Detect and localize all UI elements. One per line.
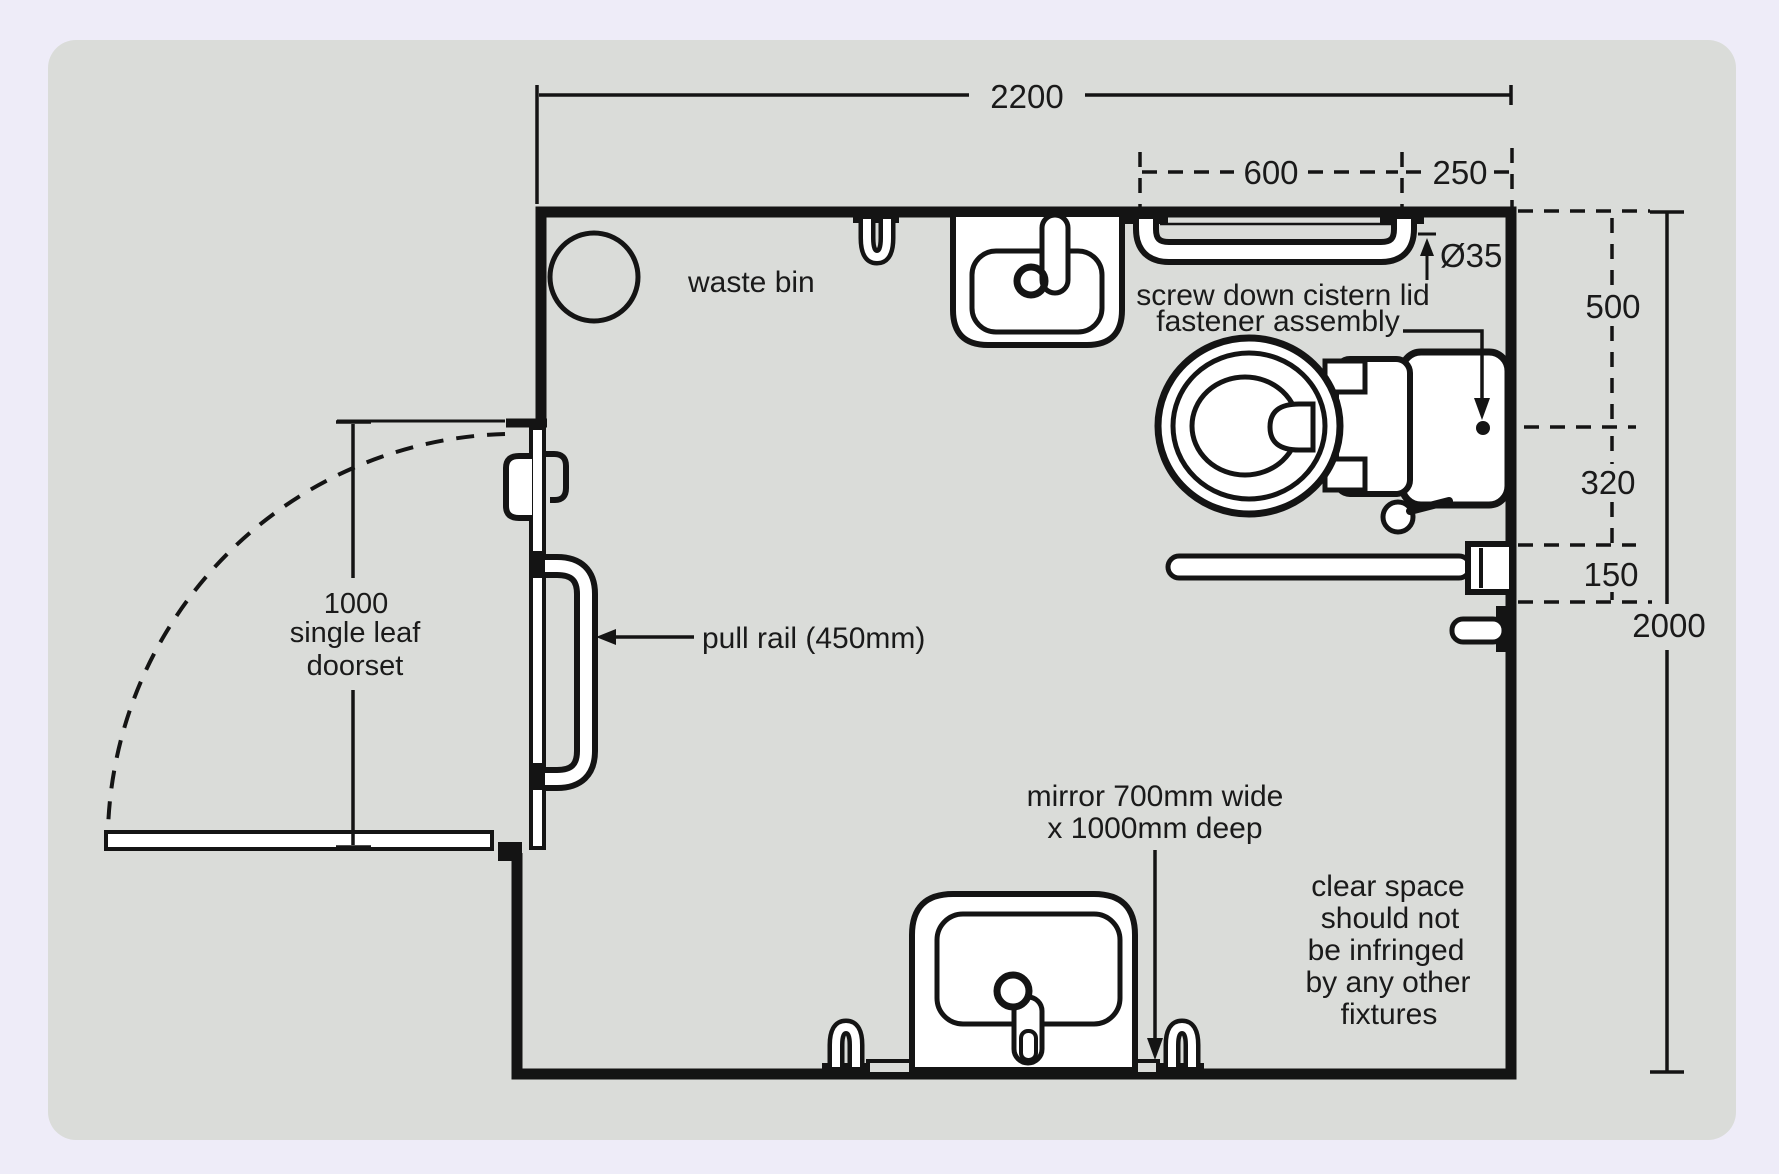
fastener-point xyxy=(1476,421,1490,435)
door-leaf-open xyxy=(104,830,494,851)
dim-wall-to-cistern-value: 500 xyxy=(1585,288,1640,325)
drop-down-rail xyxy=(1165,541,1515,595)
doorset-label-line1: 1000 xyxy=(324,588,389,620)
dim-rail-diameter-value: Ø35 xyxy=(1440,237,1502,274)
toilet xyxy=(1154,334,1512,535)
door-handle-inside xyxy=(546,451,569,503)
doorset-label-line3: doorset xyxy=(307,650,404,682)
pull-rail-label: pull rail (450mm) xyxy=(702,622,925,655)
pull-rail-mount xyxy=(529,551,544,578)
arrowhead-left xyxy=(596,629,616,645)
clear-space-note: clear space should not be infringed by a… xyxy=(1305,870,1470,1031)
toilet-roll-holder xyxy=(1449,606,1512,652)
drop-down-rail-bar xyxy=(1165,553,1473,581)
dim-room-width: 2200 xyxy=(535,78,1513,204)
cistern xyxy=(1398,348,1512,509)
roll-holder-peg xyxy=(1449,616,1507,645)
cistern-note-leader xyxy=(1403,329,1490,435)
clear-space-line5: fixtures xyxy=(1341,998,1438,1031)
cistern-note-line1: screw down cistern lid xyxy=(1136,279,1429,312)
clear-space-line2: should not xyxy=(1321,902,1460,935)
clear-space-line1: clear space xyxy=(1311,870,1464,903)
waste-bin xyxy=(547,230,641,324)
washbasin-top xyxy=(950,211,1125,348)
dim-grab-rail-length-value: 600 xyxy=(1243,154,1298,191)
dim-rail-diameter: Ø35 xyxy=(1418,232,1502,280)
tap-spout xyxy=(993,971,1033,1011)
diagram-card-background xyxy=(48,40,1736,1140)
vertical-grab-rail-bottom-left xyxy=(822,1018,868,1075)
dim-rail-to-holder-value: 150 xyxy=(1583,556,1638,593)
dim-doorset: 1000 single leaf doorset xyxy=(290,420,422,849)
tap-lever xyxy=(1039,212,1071,296)
dim-grab-rail xyxy=(1138,148,1514,207)
clear-space-line3: be infringed xyxy=(1308,934,1465,967)
arrowhead-up xyxy=(1420,238,1434,256)
door-leaf-closed xyxy=(529,426,546,850)
mirror-note-line1: mirror 700mm wide xyxy=(1027,780,1284,813)
dim-room-width-value: 2200 xyxy=(990,78,1063,115)
pull-rail-mount xyxy=(529,763,544,790)
mirror-note-line2: x 1000mm deep xyxy=(1047,812,1262,845)
clear-space-line4: by any other xyxy=(1305,966,1470,999)
vertical-grab-rail-bottom-right xyxy=(1158,1018,1204,1075)
horizontal-grab-rail xyxy=(1124,211,1424,265)
pull-rail-callout: pull rail (450mm) xyxy=(596,622,925,655)
dim-room-depth-value: 2000 xyxy=(1632,607,1705,644)
washbasin-bottom xyxy=(909,891,1138,1073)
dim-room-depth: 2000 xyxy=(1632,210,1706,1074)
tap-lever-inner xyxy=(1019,1029,1038,1062)
drop-down-rail-bracket xyxy=(1465,541,1515,595)
door-hinge xyxy=(498,842,522,861)
door-pull-rail xyxy=(545,560,592,785)
door-handle-outside xyxy=(503,453,532,521)
flush-lever-boss xyxy=(1380,499,1416,535)
dim-grab-rail-to-wall-value: 250 xyxy=(1432,154,1487,191)
dim-cistern-to-rail-value: 320 xyxy=(1580,464,1635,501)
seat-detail xyxy=(1267,401,1316,453)
vertical-grab-rail-top xyxy=(853,211,899,266)
tap-spout xyxy=(1013,263,1049,299)
arrowhead-down xyxy=(1474,398,1490,420)
waste-bin-label: waste bin xyxy=(687,266,815,299)
cistern-note-line2: fastener assembly xyxy=(1156,305,1399,338)
mirror-callout: mirror 700mm wide x 1000mm deep xyxy=(1027,780,1284,1060)
doorset-label-line2: single leaf xyxy=(290,617,422,649)
door xyxy=(104,418,598,861)
flush-lever xyxy=(1406,497,1453,515)
arrowhead-down xyxy=(1147,1038,1163,1060)
